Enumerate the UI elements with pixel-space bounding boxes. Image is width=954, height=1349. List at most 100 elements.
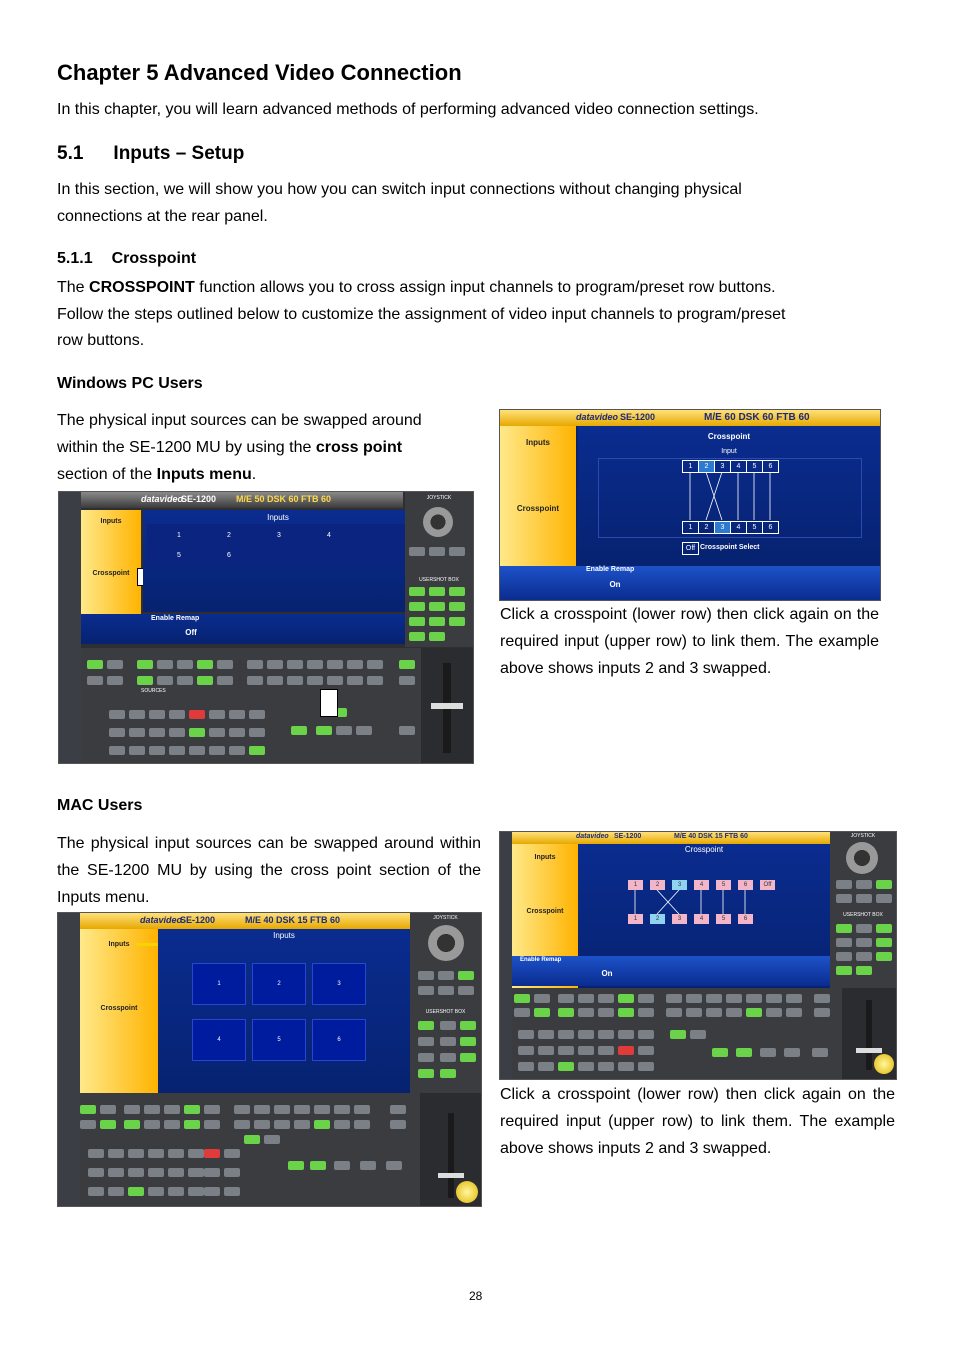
input-1[interactable]: 1 xyxy=(177,532,181,539)
panel-button[interactable] xyxy=(137,676,153,685)
panel-button[interactable] xyxy=(670,1030,686,1039)
panel-button[interactable] xyxy=(148,1149,164,1158)
panel-button[interactable] xyxy=(189,710,205,719)
panel-button[interactable] xyxy=(558,1030,574,1039)
panel-button[interactable] xyxy=(876,880,892,889)
panel-button[interactable] xyxy=(538,1046,554,1055)
mac-top-off[interactable]: Off xyxy=(760,880,775,890)
panel-button[interactable] xyxy=(287,676,303,685)
panel-button[interactable] xyxy=(229,710,245,719)
panel-button[interactable] xyxy=(249,710,265,719)
mac-tile-2[interactable]: 2 xyxy=(252,963,306,1005)
panel-button[interactable] xyxy=(87,660,103,669)
panel-button[interactable] xyxy=(124,1105,140,1114)
panel-button[interactable] xyxy=(438,971,454,980)
mac-tbar-handle[interactable] xyxy=(438,1173,464,1178)
mac-top-input-4[interactable]: 4 xyxy=(694,880,709,890)
mac-top-input-2[interactable]: 2 xyxy=(650,880,665,890)
panel-button[interactable] xyxy=(666,1008,682,1017)
panel-button[interactable] xyxy=(876,938,892,947)
panel-button[interactable] xyxy=(88,1187,104,1196)
panel-button[interactable] xyxy=(518,1046,534,1055)
panel-button[interactable] xyxy=(129,746,145,755)
panel-button[interactable] xyxy=(128,1187,144,1196)
panel-button[interactable] xyxy=(534,994,550,1003)
mac-tile-3[interactable]: 3 xyxy=(312,963,366,1005)
panel-button[interactable] xyxy=(618,994,634,1003)
panel-button[interactable] xyxy=(418,1069,434,1078)
panel-button[interactable] xyxy=(149,710,165,719)
mac-tile-6[interactable]: 6 xyxy=(312,1019,366,1061)
panel-button[interactable] xyxy=(164,1105,180,1114)
panel-button[interactable] xyxy=(314,1120,330,1129)
mac-cp-tbar-handle[interactable] xyxy=(856,1048,882,1053)
panel-button[interactable] xyxy=(334,1120,350,1129)
panel-button[interactable] xyxy=(836,966,852,975)
panel-button[interactable] xyxy=(367,676,383,685)
mac-top-input-5[interactable]: 5 xyxy=(716,880,731,890)
panel-button[interactable] xyxy=(726,994,742,1003)
panel-button[interactable] xyxy=(224,1187,240,1196)
panel-button[interactable] xyxy=(558,1008,574,1017)
panel-button[interactable] xyxy=(217,676,233,685)
panel-button[interactable] xyxy=(418,1021,434,1030)
panel-button[interactable] xyxy=(618,1062,634,1071)
panel-button[interactable] xyxy=(144,1120,160,1129)
input-6[interactable]: 6 xyxy=(227,552,231,559)
panel-button[interactable] xyxy=(327,660,343,669)
panel-button[interactable] xyxy=(168,1187,184,1196)
panel-button[interactable] xyxy=(184,1105,200,1114)
panel-button[interactable] xyxy=(88,1168,104,1177)
bottom-crosspoint-4[interactable]: 4 xyxy=(730,521,747,534)
panel-button[interactable] xyxy=(836,938,852,947)
panel-button[interactable] xyxy=(197,660,213,669)
panel-button[interactable] xyxy=(418,1037,434,1046)
top-input-6[interactable]: 6 xyxy=(762,460,779,473)
panel-button[interactable] xyxy=(409,587,425,596)
panel-button[interactable] xyxy=(518,1062,534,1071)
panel-button[interactable] xyxy=(209,728,225,737)
panel-button[interactable] xyxy=(249,746,265,755)
bottom-crosspoint-3[interactable]: 3 xyxy=(714,521,731,534)
panel-button[interactable] xyxy=(558,1046,574,1055)
mac-joystick-icon[interactable] xyxy=(428,925,464,961)
panel-button[interactable] xyxy=(148,1168,164,1177)
panel-button[interactable] xyxy=(638,1030,654,1039)
zoom-menu-crosspoint[interactable]: Crosspoint xyxy=(516,504,560,513)
panel-button[interactable] xyxy=(367,660,383,669)
panel-button[interactable] xyxy=(784,1048,800,1057)
panel-button[interactable] xyxy=(786,994,802,1003)
panel-button[interactable] xyxy=(409,602,425,611)
panel-button[interactable] xyxy=(224,1149,240,1158)
panel-button[interactable] xyxy=(746,1008,762,1017)
panel-button[interactable] xyxy=(267,676,283,685)
bottom-crosspoint-6[interactable]: 6 xyxy=(762,521,779,534)
panel-button[interactable] xyxy=(856,924,872,933)
panel-button[interactable] xyxy=(429,547,445,556)
panel-button[interactable] xyxy=(100,1120,116,1129)
panel-button[interactable] xyxy=(429,632,445,641)
menu-crosspoint[interactable]: Crosspoint xyxy=(92,570,130,577)
panel-button[interactable] xyxy=(254,1105,270,1114)
panel-button[interactable] xyxy=(188,1168,204,1177)
panel-button[interactable] xyxy=(812,1048,828,1057)
panel-button[interactable] xyxy=(578,1030,594,1039)
mac-menu-crosspoint[interactable]: Crosspoint xyxy=(100,1005,138,1012)
panel-button[interactable] xyxy=(331,708,347,717)
panel-button[interactable] xyxy=(129,728,145,737)
panel-button[interactable] xyxy=(666,994,682,1003)
panel-button[interactable] xyxy=(814,1008,830,1017)
panel-button[interactable] xyxy=(598,1046,614,1055)
input-3[interactable]: 3 xyxy=(277,532,281,539)
panel-button[interactable] xyxy=(347,676,363,685)
panel-button[interactable] xyxy=(386,1161,402,1170)
panel-button[interactable] xyxy=(558,1062,574,1071)
mac-cp-menu-crosspoint[interactable]: Crosspoint xyxy=(526,908,564,915)
panel-button[interactable] xyxy=(108,1168,124,1177)
mac-top-input-3[interactable]: 3 xyxy=(672,880,687,890)
panel-button[interactable] xyxy=(399,660,415,669)
panel-button[interactable] xyxy=(87,676,103,685)
panel-button[interactable] xyxy=(137,660,153,669)
panel-button[interactable] xyxy=(418,986,434,995)
panel-button[interactable] xyxy=(856,938,872,947)
